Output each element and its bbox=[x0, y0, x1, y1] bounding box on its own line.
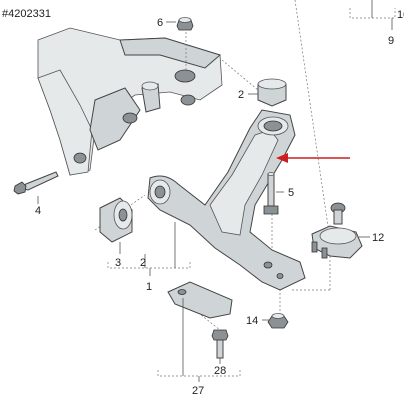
indicator-arrow bbox=[276, 153, 350, 163]
screw bbox=[211, 329, 229, 359]
callout-6: 6 bbox=[157, 17, 163, 29]
callout-12: 12 bbox=[372, 232, 384, 244]
callout-5: 5 bbox=[288, 187, 294, 199]
ball-joint bbox=[311, 202, 363, 259]
callout-9: 9 bbox=[388, 35, 394, 47]
nut-bottom bbox=[267, 313, 289, 329]
callout-14: 14 bbox=[246, 315, 258, 327]
callout-28: 28 bbox=[214, 365, 226, 377]
bushing bbox=[99, 197, 133, 243]
control-arm bbox=[147, 109, 306, 291]
nut-top bbox=[176, 17, 194, 31]
callout-1: 1 bbox=[146, 281, 152, 293]
cover-plate bbox=[167, 281, 233, 319]
callout-2-arm: 2 bbox=[140, 257, 146, 269]
callout-3: 3 bbox=[115, 257, 121, 269]
subframe bbox=[37, 27, 223, 176]
callout-4: 4 bbox=[35, 205, 41, 217]
callout-10: 10 bbox=[397, 9, 404, 21]
callout-2-mount: 2 bbox=[238, 89, 244, 101]
catalog-code: #4202331 bbox=[2, 8, 51, 20]
rubber-mount bbox=[257, 78, 287, 107]
callout-27: 27 bbox=[192, 385, 204, 397]
bolt-left bbox=[13, 171, 59, 195]
bolt-vertical bbox=[263, 172, 279, 215]
